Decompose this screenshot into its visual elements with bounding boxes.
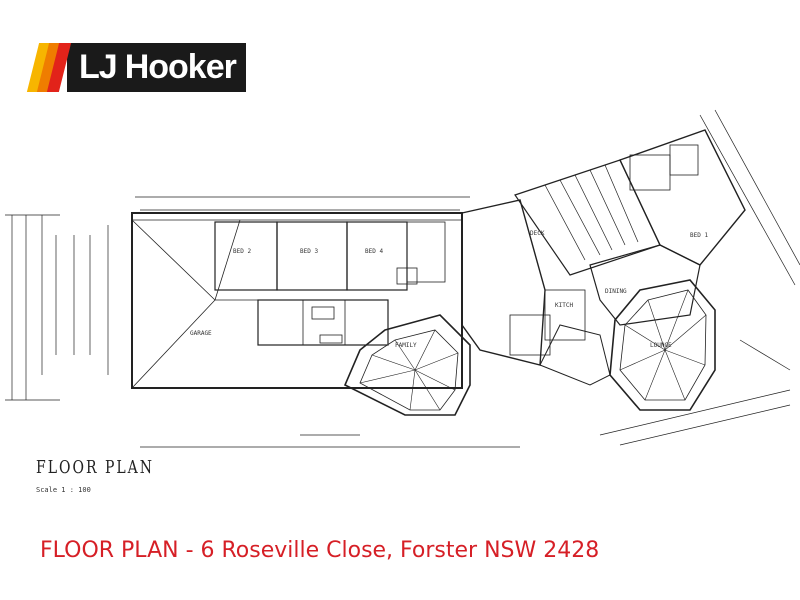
- plan-scale: Scale 1 : 100: [36, 486, 91, 494]
- logo-text-lj: LJ: [79, 48, 118, 86]
- room-label-garage: GARAGE: [190, 330, 212, 337]
- logo-text-hooker: Hooker: [124, 48, 237, 86]
- floor-plan-svg: BED 2 BED 3 BED 4 GARAGE FAMILY DINING B…: [5, 109, 800, 448]
- room-label-family: FAMILY: [395, 342, 417, 349]
- room-label-deck: DECK: [530, 230, 545, 237]
- listing-caption: FLOOR PLAN - 6 Roseville Close, Forster …: [40, 538, 600, 563]
- room-label-bed1: BED 1: [690, 232, 708, 239]
- lj-hooker-logo: LJ Hooker: [26, 43, 246, 92]
- room-label-kitchen: KITCH: [555, 302, 573, 309]
- left-dimension-lines: [5, 214, 109, 401]
- logo-wordmark: LJ Hooker: [67, 43, 246, 92]
- room-label-bed2: BED 2: [233, 248, 251, 255]
- bottom-dimension-lines: [140, 434, 520, 448]
- plan-title: FLOOR PLAN: [36, 458, 155, 478]
- room-label-bed3: BED 3: [300, 248, 318, 255]
- room-label-dining: DINING: [605, 288, 627, 295]
- floor-plan-drawing: BED 2 BED 3 BED 4 GARAGE FAMILY DINING B…: [0, 85, 800, 505]
- room-label-bed4: BED 4: [365, 248, 383, 255]
- room-label-lounge: LOUNGE: [650, 342, 672, 349]
- right-dimension-lines: [599, 109, 800, 446]
